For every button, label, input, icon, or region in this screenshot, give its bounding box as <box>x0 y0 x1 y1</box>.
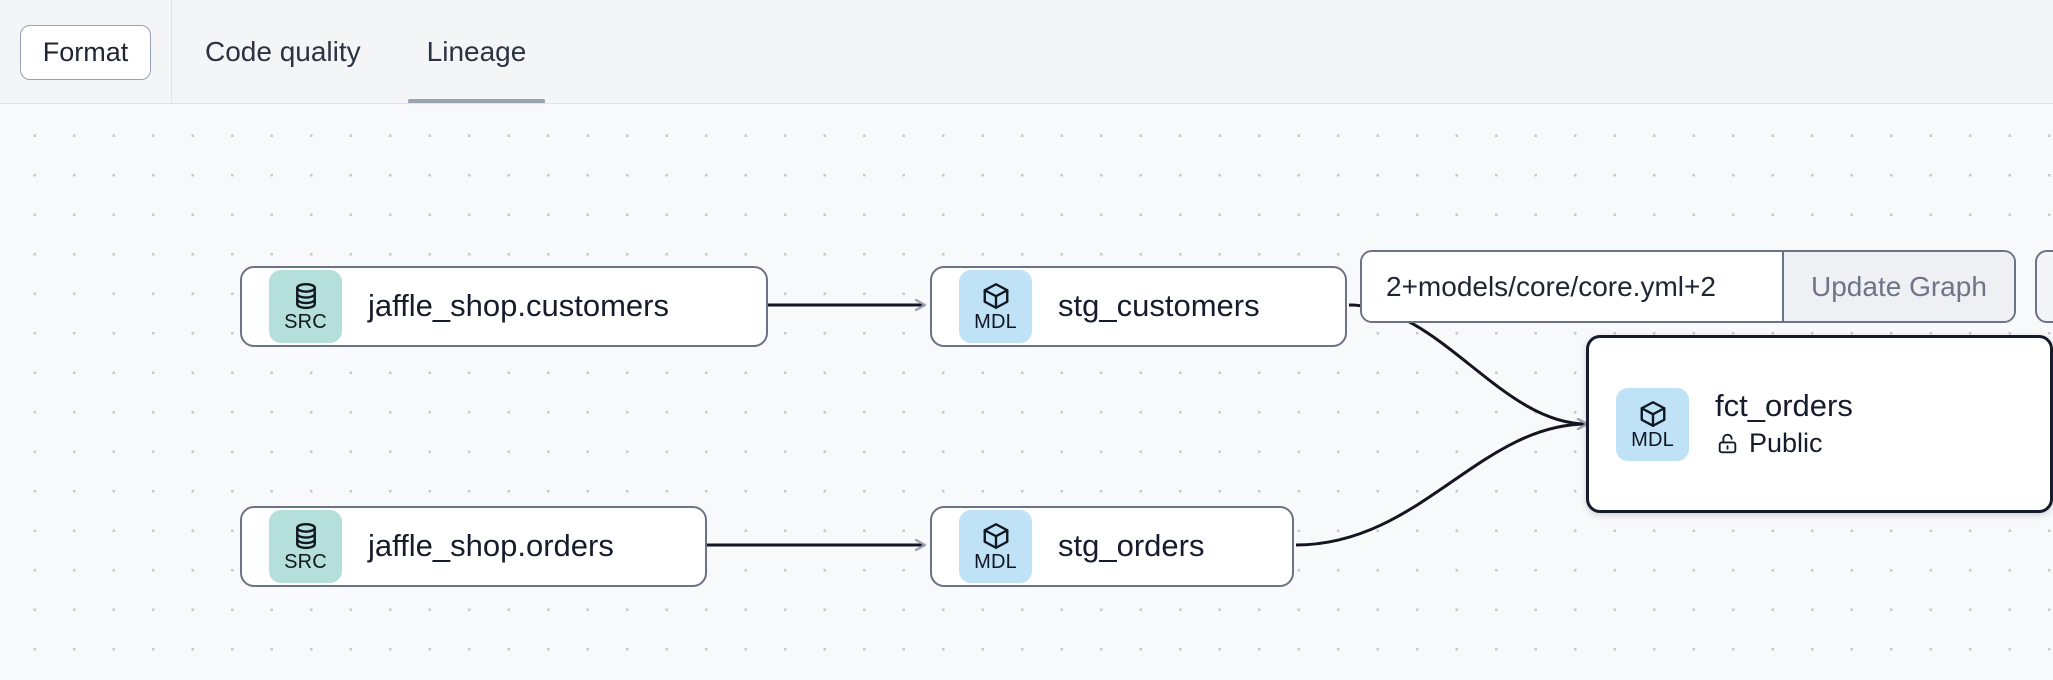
database-icon <box>295 282 316 310</box>
graph-selector-group: Update Graph <box>1360 250 2016 323</box>
badge-mdl: MDL <box>959 270 1032 343</box>
cube-icon <box>983 523 1008 549</box>
update-graph-button[interactable]: Update Graph <box>1782 252 2014 321</box>
node-title: jaffle_shop.customers <box>368 288 669 324</box>
toolbar-left-section: Format <box>0 0 172 104</box>
tab-lineage-label: Lineage <box>426 36 527 67</box>
lineage-node-jaffle-shop-orders[interactable]: SRC jaffle_shop.orders <box>240 506 707 587</box>
node-title: stg_orders <box>1058 528 1205 564</box>
unlock-icon <box>1718 433 1737 454</box>
node-body: jaffle_shop.orders <box>368 528 614 564</box>
node-title: jaffle_shop.orders <box>368 528 614 564</box>
cube-icon <box>983 283 1008 309</box>
lineage-canvas[interactable]: SRC jaffle_shop.customers MDL stg_custom… <box>0 104 2053 680</box>
toolbar-divider <box>0 103 2053 104</box>
badge-mdl: MDL <box>959 510 1032 583</box>
graph-selector-input[interactable] <box>1362 252 1782 321</box>
lineage-node-fct-orders[interactable]: MDL fct_orders Public <box>1586 335 2053 513</box>
node-body: fct_orders Public <box>1715 388 1853 459</box>
edge-stg-orders-to-fct-orders <box>1295 424 1587 547</box>
tab-code-quality[interactable]: Code quality <box>172 0 394 104</box>
node-body: stg_customers <box>1058 288 1260 324</box>
node-body: stg_orders <box>1058 528 1205 564</box>
badge-mdl-label: MDL <box>974 551 1017 573</box>
badge-src-label: SRC <box>284 551 327 573</box>
node-title: stg_customers <box>1058 288 1260 324</box>
node-body: jaffle_shop.customers <box>368 288 669 324</box>
format-button[interactable]: Format <box>19 24 152 80</box>
top-toolbar: Format Code quality Lineage <box>0 0 2053 104</box>
badge-mdl: MDL <box>1616 387 1689 461</box>
badge-mdl-label: MDL <box>974 311 1017 333</box>
badge-src: SRC <box>269 270 342 343</box>
graph-side-control[interactable] <box>2035 250 2053 323</box>
badge-src-label: SRC <box>284 311 327 333</box>
lineage-node-stg-customers[interactable]: MDL stg_customers <box>930 266 1347 347</box>
tab-bar: Code quality Lineage <box>172 0 559 104</box>
lineage-node-stg-orders[interactable]: MDL stg_orders <box>930 506 1294 587</box>
tab-code-quality-label: Code quality <box>205 36 361 67</box>
node-visibility: Public <box>1715 428 1853 459</box>
lineage-node-jaffle-shop-customers[interactable]: SRC jaffle_shop.customers <box>240 266 768 347</box>
badge-mdl-label: MDL <box>1631 428 1674 451</box>
node-visibility-label: Public <box>1749 427 1823 458</box>
tab-lineage[interactable]: Lineage <box>394 0 560 104</box>
cube-icon <box>1640 400 1665 427</box>
node-title: fct_orders <box>1715 388 1853 424</box>
badge-src: SRC <box>269 510 342 583</box>
database-icon <box>295 522 316 550</box>
